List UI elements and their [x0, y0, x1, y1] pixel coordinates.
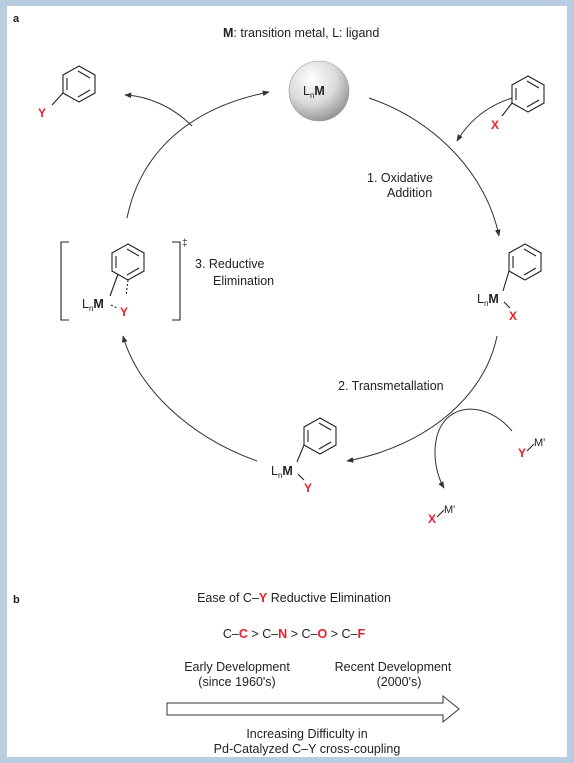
svg-text:X: X — [491, 118, 499, 132]
recent-development-label: Recent Development — [335, 660, 452, 674]
cycle-arc-to-ts — [122, 335, 258, 462]
panel-b-label: b — [13, 594, 20, 606]
product-ph-y: Y — [38, 65, 96, 120]
figure-panel: a M: transition metal, L: ligand LnM Y X — [7, 6, 567, 757]
transmetallation-arrow — [434, 408, 513, 489]
bond-ease-series: C–C > C–N > C–O > C–F — [223, 627, 366, 641]
cycle-arc-regeneration — [126, 90, 270, 219]
catalyst-sphere: LnM — [288, 60, 350, 122]
panel-b-title: Ease of C–Y Reductive Elimination — [197, 591, 391, 605]
step1-label: 1. Oxidative — [367, 171, 433, 185]
svg-text:Y: Y — [38, 106, 46, 120]
catalytic-cycle-diagram: a M: transition metal, L: ligand LnM Y X — [13, 13, 545, 756]
complex-lnm-ph-x: LnM X — [477, 243, 542, 323]
recent-development-years: (2000's) — [377, 675, 422, 689]
early-development-label: Early Development — [184, 660, 290, 674]
svg-text:LnM: LnM — [271, 464, 293, 480]
step3-label: 3. Reductive — [195, 257, 265, 271]
svg-text:M': M' — [534, 437, 545, 449]
panel-a-label: a — [13, 13, 20, 25]
svg-text:X: X — [428, 512, 436, 526]
svg-text:‡: ‡ — [182, 238, 188, 249]
svg-text:LnM: LnM — [82, 297, 104, 313]
substrate-entry-arrow — [456, 97, 513, 142]
substrate-ph-x: X — [491, 75, 545, 132]
increasing-difficulty-arrow — [166, 694, 460, 724]
svg-text:Y: Y — [304, 481, 312, 495]
caption-line2: Pd-Catalyzed C–Y cross-coupling — [214, 742, 401, 756]
caption-line1: Increasing Difficulty in — [246, 727, 367, 741]
svg-text:M': M' — [444, 504, 455, 516]
svg-text:Y: Y — [120, 305, 128, 319]
product-release-arrow — [124, 92, 193, 127]
svg-text:LnM: LnM — [477, 292, 499, 308]
step3-label-line2: Elimination — [213, 274, 274, 288]
svg-text:X: X — [509, 309, 517, 323]
early-development-years: (since 1960's) — [198, 675, 275, 689]
reagent-y-mprime: Y M' — [518, 437, 545, 460]
svg-text:Y: Y — [518, 446, 526, 460]
step2-label: 2. Transmetallation — [338, 379, 444, 393]
step1-label-line2: Addition — [387, 186, 432, 200]
cycle-arc-transmetallation — [346, 335, 498, 463]
svg-text:LnM: LnM — [303, 84, 325, 100]
legend-text: M: transition metal, L: ligand — [223, 26, 379, 40]
complex-lnm-ph-y: LnM Y — [271, 417, 337, 495]
byproduct-x-mprime: X M' — [428, 504, 455, 526]
transition-state: ‡ LnM Y — [60, 238, 188, 321]
cycle-arc-oxidative-addition — [368, 97, 501, 237]
